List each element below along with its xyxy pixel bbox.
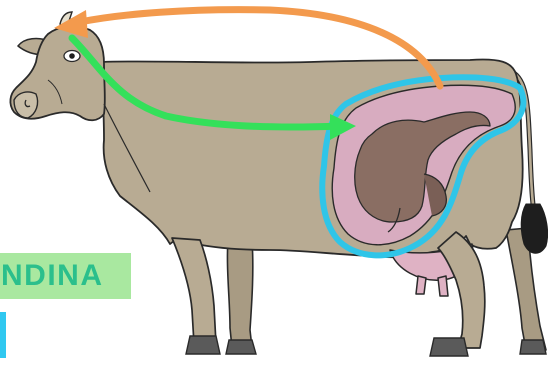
cow-back-hooves bbox=[226, 340, 546, 354]
label-box: NDINA bbox=[0, 253, 131, 299]
cyan-strip bbox=[0, 312, 6, 358]
label-text: NDINA bbox=[1, 261, 104, 291]
cow-near-front-leg bbox=[172, 238, 220, 354]
